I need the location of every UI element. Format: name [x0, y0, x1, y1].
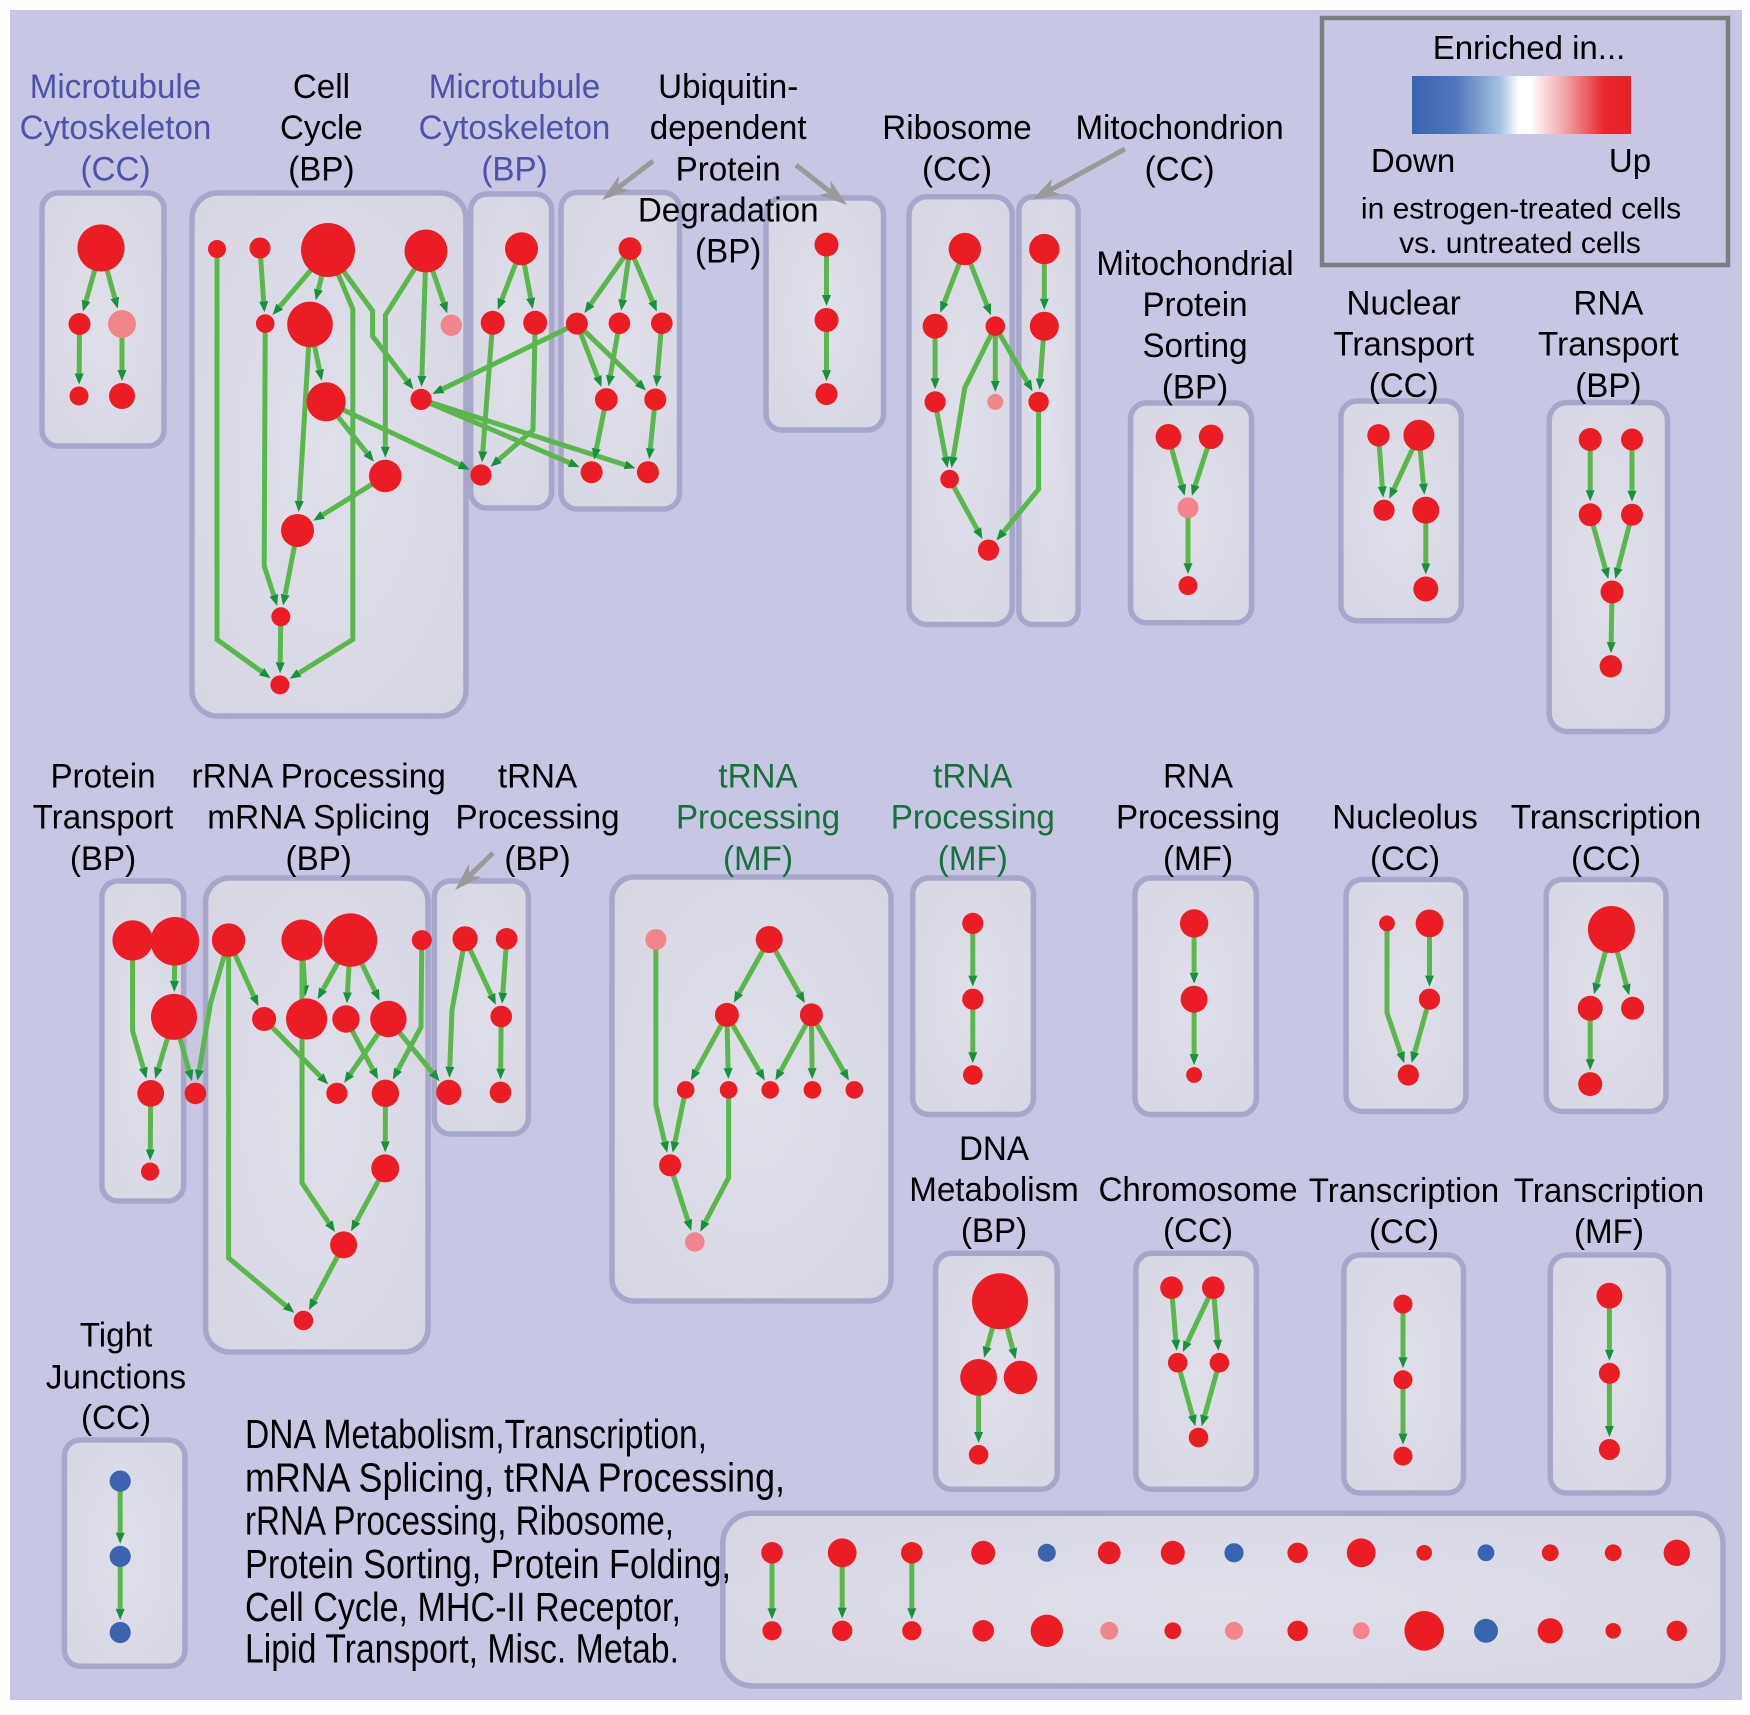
svg-text:mRNA Splicing: mRNA Splicing	[207, 799, 430, 837]
svg-text:(CC): (CC)	[81, 1399, 151, 1437]
svg-text:Degradation: Degradation	[638, 192, 819, 230]
svg-text:rRNA Processing, Ribosome,: rRNA Processing, Ribosome,	[245, 1498, 674, 1544]
svg-text:in estrogen-treated cells: in estrogen-treated cells	[1361, 193, 1681, 226]
svg-text:Protein: Protein	[1142, 286, 1247, 324]
svg-text:rRNA Processing: rRNA Processing	[192, 758, 446, 796]
svg-text:Transcription: Transcription	[1514, 1172, 1705, 1210]
svg-text:Processing: Processing	[455, 799, 619, 837]
svg-text:(CC): (CC)	[1370, 840, 1440, 878]
svg-text:(BP): (BP)	[1575, 367, 1641, 405]
svg-text:Transport: Transport	[33, 799, 174, 837]
svg-text:RNA: RNA	[1573, 285, 1643, 323]
svg-text:Nucleolus: Nucleolus	[1332, 799, 1478, 837]
svg-text:Down: Down	[1371, 142, 1455, 179]
svg-text:(CC): (CC)	[81, 150, 151, 188]
svg-text:(BP): (BP)	[286, 840, 352, 878]
svg-text:Processing: Processing	[676, 799, 840, 837]
svg-text:Mitochondrial: Mitochondrial	[1096, 245, 1293, 283]
svg-text:Nuclear: Nuclear	[1347, 285, 1461, 323]
svg-text:Cytoskeleton: Cytoskeleton	[20, 109, 212, 147]
svg-text:(BP): (BP)	[504, 840, 570, 878]
svg-text:Enriched in...: Enriched in...	[1433, 29, 1626, 66]
svg-text:(CC): (CC)	[1163, 1212, 1233, 1250]
svg-text:mRNA Splicing, tRNA Processing: mRNA Splicing, tRNA Processing,	[245, 1454, 785, 1500]
svg-text:Processing: Processing	[1116, 799, 1280, 837]
svg-text:Protein: Protein	[676, 150, 781, 188]
svg-text:Junctions: Junctions	[46, 1359, 186, 1397]
svg-text:tRNA: tRNA	[933, 758, 1013, 796]
svg-text:(BP): (BP)	[961, 1212, 1027, 1250]
svg-text:Tight: Tight	[80, 1316, 153, 1354]
svg-text:Up: Up	[1609, 142, 1651, 179]
svg-text:DNA: DNA	[959, 1130, 1029, 1168]
svg-text:(BP): (BP)	[481, 150, 547, 188]
svg-text:(BP): (BP)	[1162, 368, 1228, 406]
svg-text:Sorting: Sorting	[1142, 327, 1247, 365]
svg-text:(CC): (CC)	[922, 150, 992, 188]
svg-text:Protein Sorting, Protein Foldi: Protein Sorting, Protein Folding,	[245, 1541, 731, 1587]
svg-text:DNA Metabolism,Transcription,: DNA Metabolism,Transcription,	[245, 1411, 707, 1457]
svg-text:(CC): (CC)	[1571, 840, 1641, 878]
svg-text:tRNA: tRNA	[498, 758, 578, 796]
svg-text:(MF): (MF)	[1163, 840, 1233, 878]
svg-text:Transcription: Transcription	[1511, 799, 1702, 837]
svg-text:tRNA: tRNA	[718, 758, 798, 796]
svg-text:Cycle: Cycle	[280, 109, 363, 147]
svg-text:(MF): (MF)	[938, 840, 1008, 878]
svg-text:Metabolism: Metabolism	[909, 1171, 1079, 1209]
svg-text:(BP): (BP)	[695, 233, 761, 271]
svg-text:dependent: dependent	[650, 109, 807, 147]
svg-text:RNA: RNA	[1163, 758, 1233, 796]
svg-text:(BP): (BP)	[288, 150, 354, 188]
svg-text:Ubiquitin-: Ubiquitin-	[658, 68, 798, 106]
svg-text:(BP): (BP)	[70, 840, 136, 878]
svg-text:(CC): (CC)	[1369, 367, 1439, 405]
svg-text:(MF): (MF)	[723, 840, 793, 878]
svg-text:Microtubule: Microtubule	[30, 68, 201, 106]
svg-text:Chromosome: Chromosome	[1098, 1171, 1297, 1209]
svg-text:Cell Cycle, MHC-II Receptor,: Cell Cycle, MHC-II Receptor,	[245, 1584, 681, 1630]
svg-text:Transport: Transport	[1538, 326, 1679, 364]
svg-text:Ribosome: Ribosome	[882, 109, 1031, 147]
svg-text:Microtubule: Microtubule	[429, 68, 600, 106]
svg-text:(CC): (CC)	[1145, 150, 1215, 188]
svg-text:Cell: Cell	[293, 68, 350, 106]
svg-text:(CC): (CC)	[1369, 1213, 1439, 1251]
svg-text:Transcription: Transcription	[1309, 1172, 1500, 1210]
svg-text:Transport: Transport	[1333, 326, 1474, 364]
svg-text:vs. untreated cells: vs. untreated cells	[1399, 227, 1641, 260]
svg-text:Protein: Protein	[50, 758, 155, 796]
svg-text:Cytoskeleton: Cytoskeleton	[419, 109, 611, 147]
svg-text:Lipid Transport, Misc. Metab.: Lipid Transport, Misc. Metab.	[245, 1626, 679, 1672]
svg-text:Mitochondrion: Mitochondrion	[1075, 109, 1283, 147]
svg-text:Processing: Processing	[891, 799, 1055, 837]
svg-text:(MF): (MF)	[1574, 1213, 1644, 1251]
